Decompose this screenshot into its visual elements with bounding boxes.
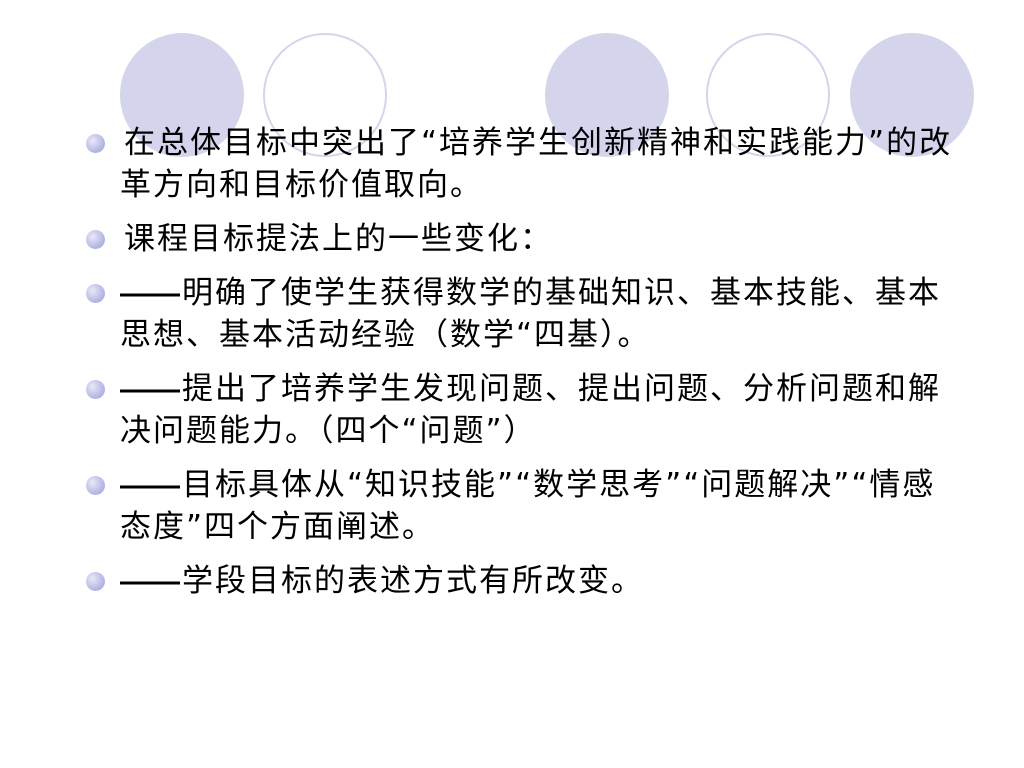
dash-prefix: —— [120,275,180,310]
bullet-marker-icon [86,134,105,153]
bullet-marker-icon [86,380,105,399]
bullet-item: ——提出了培养学生发现问题、提出问题、分析问题和解决问题能力。（四个“问题”） [86,368,966,452]
dash-prefix: —— [120,563,180,598]
dash-prefix: —— [120,467,180,502]
bullet-marker-icon [86,572,105,591]
bullet-text: 在总体目标中突出了“培养学生创新精神和实践能力”的改革方向和目标价值取向。 [120,125,953,203]
decorative-circle-5 [850,33,974,157]
bullet-text: 明确了使学生获得数学的基础知识、基本技能、基本思想、基本活动经验（数学“四基）。 [120,275,941,353]
bullet-text: 目标具体从“知识技能”“数学思考”“问题解决”“情感态度”四个方面阐述。 [120,467,936,545]
decorative-circle-2 [263,33,387,157]
decorative-circle-4 [706,33,830,157]
decorative-circle-1 [120,33,244,157]
bullet-text: 课程目标提法上的一些变化： [124,221,553,257]
bullet-item: ——目标具体从“知识技能”“数学思考”“问题解决”“情感态度”四个方面阐述。 [86,464,966,548]
bullet-marker-icon [86,230,105,249]
bullet-marker-icon [86,284,105,303]
bullet-text: 提出了培养学生发现问题、提出问题、分析问题和解决问题能力。（四个“问题”） [120,371,941,449]
bullet-item: 在总体目标中突出了“培养学生创新精神和实践能力”的改革方向和目标价值取向。 [86,122,966,206]
bullet-marker-icon [86,476,105,495]
bullet-item: ——明确了使学生获得数学的基础知识、基本技能、基本思想、基本活动经验（数学“四基… [86,272,966,356]
bullet-list: 在总体目标中突出了“培养学生创新精神和实践能力”的改革方向和目标价值取向。 课程… [86,122,966,614]
bullet-item: ——学段目标的表述方式有所改变。 [86,560,966,602]
decorative-circle-3 [545,33,669,157]
bullet-item: 课程目标提法上的一些变化： [86,218,966,260]
dash-prefix: —— [120,371,180,406]
bullet-text: 学段目标的表述方式有所改变。 [182,563,644,599]
